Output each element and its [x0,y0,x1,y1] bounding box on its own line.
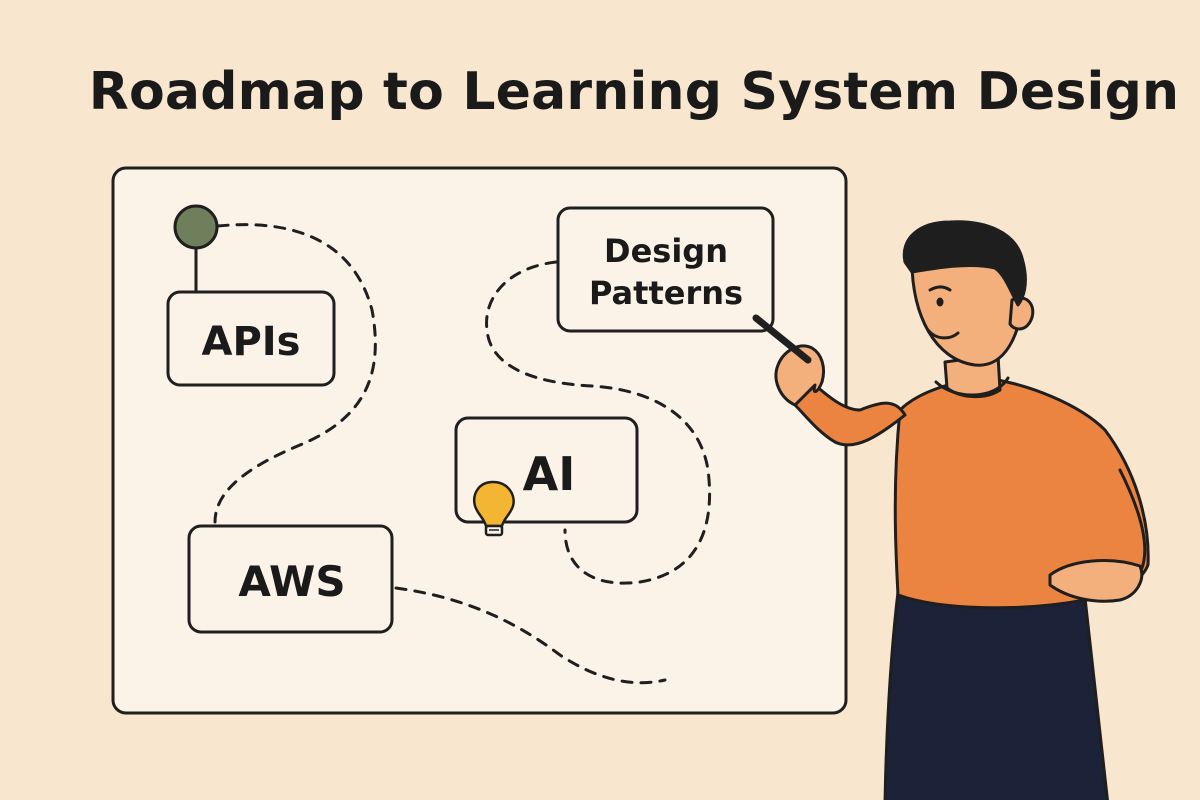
node-design-patterns: Design Patterns [556,206,775,333]
hip-arm [1118,468,1147,570]
mouth [926,328,960,340]
node-apis: APIs [166,290,336,387]
node-aws-label: AWS [238,557,345,606]
raised-hand [774,344,826,407]
node-design-patterns-line1: Design [604,232,728,270]
node-ai-label: AI [523,447,576,501]
collar [934,376,1010,397]
node-apis-label: APIs [202,319,301,365]
hip-hand [1048,559,1144,603]
node-design-patterns-line2: Patterns [589,274,743,312]
pen [752,314,812,364]
path-start-to-aws [213,223,377,524]
page-title: Roadmap to Learning System Design [88,62,1180,122]
hair [902,220,1027,307]
pants [883,590,1109,800]
eyebrow [928,285,952,292]
path-aws-to-end [394,586,667,685]
lightbulb-icon [473,480,515,537]
start-circle-icon [173,204,219,250]
path-design-patterns-to-ai [485,260,712,585]
node-aws: AWS [187,524,394,634]
person-illustration [752,220,1150,800]
eye [936,297,944,307]
ear [1008,296,1035,331]
